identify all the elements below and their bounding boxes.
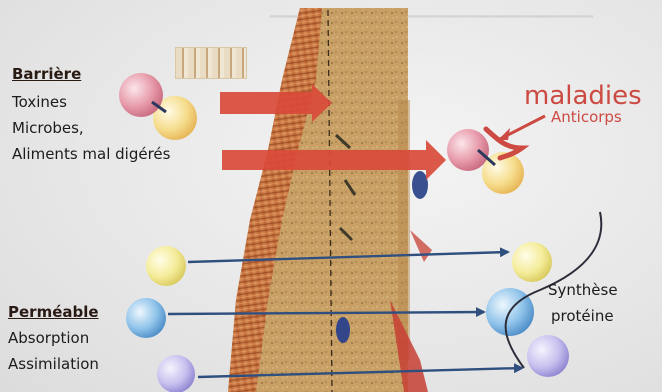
yellow-particle-synth bbox=[512, 242, 552, 282]
barriere-item-aliments: Aliments mal digérés bbox=[12, 144, 170, 164]
barriere-heading: Barrière bbox=[12, 64, 81, 84]
blue-cell-1 bbox=[412, 171, 428, 199]
absorption-arrow-blue bbox=[168, 312, 484, 314]
synthese-label-line2: protéine bbox=[551, 306, 614, 326]
pink-particle-left bbox=[119, 73, 163, 117]
barriere-item-microbes: Microbes, bbox=[12, 118, 84, 138]
maladies-label: maladies bbox=[524, 82, 642, 110]
lilac-particle-synth bbox=[527, 335, 569, 377]
barriere-item-toxines: Toxines bbox=[12, 92, 67, 112]
permeable-heading: Perméable bbox=[8, 302, 99, 322]
permeable-item-assimilation: Assimilation bbox=[8, 354, 99, 374]
blue-cell-2 bbox=[336, 317, 350, 343]
synthese-label-line1: Synthèse bbox=[548, 280, 618, 300]
anticorps-label: Anticorps bbox=[551, 108, 622, 126]
blue-particle-absorbed bbox=[126, 298, 166, 338]
yellow-particle-absorbed bbox=[146, 246, 186, 286]
permeable-item-absorption: Absorption bbox=[8, 328, 89, 348]
lilac-particle-absorbed bbox=[157, 355, 195, 392]
pink-particle-right bbox=[447, 129, 489, 171]
red-vessel-2 bbox=[410, 230, 432, 262]
